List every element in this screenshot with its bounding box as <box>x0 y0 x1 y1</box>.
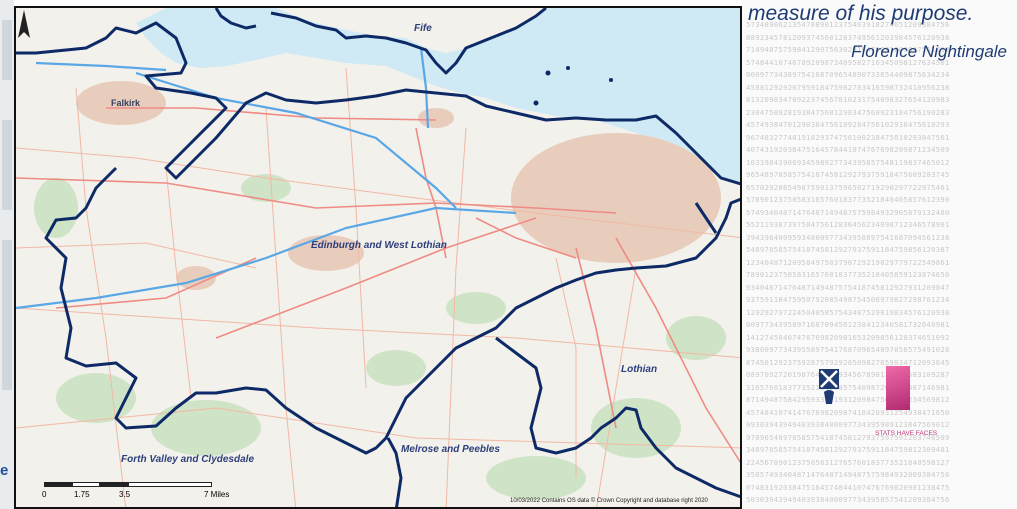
digit-row: 7890123750583165760183773521840585912387… <box>746 270 950 279</box>
region-label-melrose-peebles: Melrose and Peebles <box>401 444 500 455</box>
digit-row: 1292927972245040585754348752901983457612… <box>746 307 950 317</box>
digit-row: 4074319203847516457844107476769820987123… <box>746 145 950 154</box>
map-attribution: 10/03/2022 Contains OS data © Crown Copy… <box>510 498 708 504</box>
quote-panel: 5734890621354788901237540391827465120938… <box>742 0 1017 509</box>
thistle-logo-icon <box>819 369 839 404</box>
stats-have-faces-logo-icon <box>886 366 910 410</box>
main-roads <box>475 217 577 259</box>
region-label-fife: Fife <box>414 23 432 34</box>
digit-row: 0897092720198764512093456789012375058310… <box>746 370 950 379</box>
edinburgh-urban <box>511 133 721 263</box>
place-label-falkirk: Falkirk <box>111 98 141 108</box>
digit-row: 3943984009593480097734395889754168709456… <box>746 232 950 242</box>
digit-row: 9654897058575418745812927937591847560928… <box>746 170 950 179</box>
main-roads <box>16 107 740 464</box>
scale-bar: 0 1.75 3.5 7 Miles <box>22 478 252 507</box>
firth-of-forth-water <box>136 8 740 183</box>
digit-row: 1033984390693459892773439585754811983746… <box>746 157 950 167</box>
region-label-edinburgh-west-lothian: Edinburgh and West Lothian <box>311 240 447 251</box>
digit-row: 0009773438975416870965489073365440987563… <box>746 70 950 79</box>
digit-row: 8714948758429593377193120984756571923456… <box>746 395 950 404</box>
livingston-urban <box>288 235 364 271</box>
scale-tick: 0 <box>42 490 47 499</box>
digit-row: 9709654897058575418745812793759759128374… <box>746 432 950 442</box>
digit-row: 0892345781209374560128374956120398457612… <box>746 32 950 42</box>
woodland-patches <box>34 174 726 500</box>
edge-fragment <box>2 240 12 390</box>
digit-row: 3489705857541874581292793759118475981230… <box>746 445 950 454</box>
map-canvas[interactable] <box>16 8 742 509</box>
digit-row: 0097734395897168709456123841234058173264… <box>746 320 950 329</box>
digit-row: 2245678901237505831276576018377352184059… <box>746 457 950 467</box>
edge-fragment <box>2 20 12 80</box>
digit-row: 9380097734395589754176870965489705857549… <box>746 345 950 354</box>
scale-tick: 7 Miles <box>204 490 230 499</box>
north-arrow-icon <box>18 10 30 38</box>
scale-tick: 1.75 <box>74 490 90 499</box>
digit-row: 6570292085498759013759650271929029772297… <box>746 182 950 192</box>
falkirk-urban <box>76 81 166 125</box>
digit-row: 3585749340487147648714948757598493200938… <box>746 470 950 479</box>
digit-row: 5789012375058316576018377352184040585761… <box>746 195 950 204</box>
digit-row: 5734890621354788901237540391827465120938… <box>746 20 950 29</box>
digit-row: 3165760183773521840585754098726340948714… <box>746 382 950 392</box>
digit-row: 5030394394940393840009773439585754120938… <box>746 495 950 504</box>
logo-caption: STATS HAVE FACES <box>875 430 938 437</box>
digit-row: 9674832774019182937475610923847561029384… <box>746 132 950 142</box>
region-label-lothian: Lothian <box>621 364 658 375</box>
digit-row: 0748319203847516457484410747676982098123… <box>746 482 950 492</box>
digit-row: 9375911847595079208549875450897982729876… <box>746 295 950 304</box>
digit-row: 5489705857541874581292793759118475985612… <box>746 245 950 254</box>
digit-row: 4588129292079591847598270341659873241095… <box>746 82 950 92</box>
digit-row: 5748441074678920987340958271634509812763… <box>746 57 950 67</box>
digit-row: 4574938470129038475610928475610293847561… <box>746 120 950 129</box>
quote-text: measure of his purpose. <box>748 2 974 25</box>
digit-row: 1412745040747676982098165320985612837465… <box>746 332 950 342</box>
region-label-forth-valley: Forth Valley and Clydesdale <box>121 454 255 465</box>
digit-row: 8132098347092237456781023175409832765412… <box>746 95 950 104</box>
scale-tick: 3.5 <box>119 490 131 499</box>
digit-row: 5521193873975847561283645623409871234657… <box>746 220 950 229</box>
region-boundaries <box>16 8 740 507</box>
quote-author: Florence Nightingale <box>851 42 1007 61</box>
map-frame[interactable]: Falkirk Fife Edinburgh and West Lothian … <box>14 6 742 509</box>
digit-row: 7149487575984129075630291847569120384756… <box>746 45 950 54</box>
digit-row: 5749340487147648714948757598493290587913… <box>746 207 950 217</box>
digit-row: 1234048712095849750379872921902977972254… <box>746 257 950 267</box>
digit-row: 4574841074147676982098741842093125493847… <box>746 407 950 417</box>
edge-fragment <box>2 120 12 210</box>
digit-row: 2304750928193847560129834756092318475619… <box>746 107 950 117</box>
west-land <box>16 8 166 46</box>
islands <box>533 66 613 106</box>
left-edge-strip: e <box>0 0 14 509</box>
edge-letter: e <box>0 462 9 479</box>
digit-row: 0930394394940393840009773439598912384756… <box>746 420 950 429</box>
town-urban <box>418 108 454 128</box>
digit-row: 8745012923759287579292050982765983471209… <box>746 357 950 367</box>
digit-row: 9340487147648714948757541874581292793120… <box>746 282 950 292</box>
